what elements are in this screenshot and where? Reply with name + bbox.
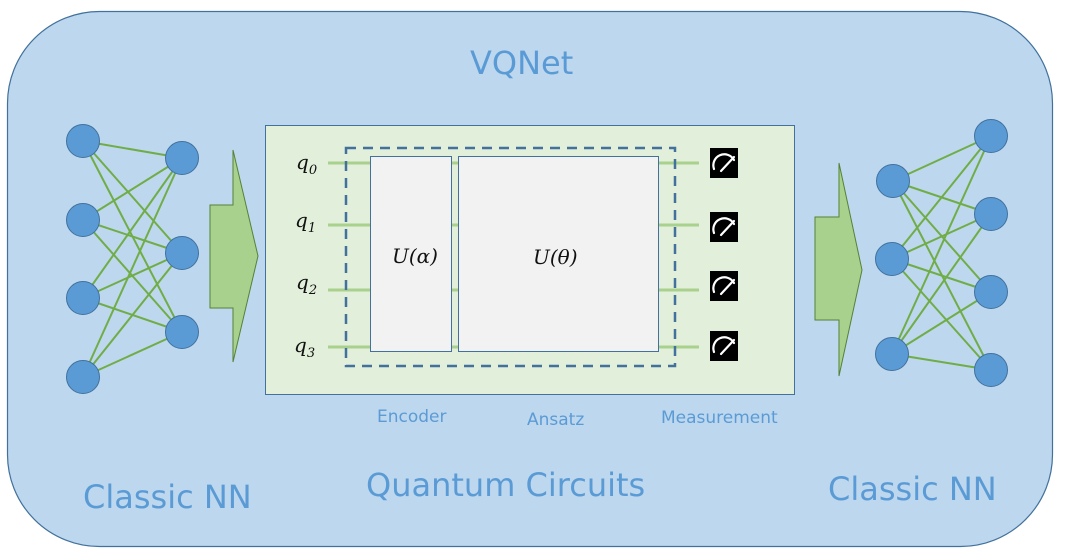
right-nn-node-layer0 <box>875 242 909 276</box>
right-nn-edge <box>891 258 992 371</box>
diagram-title: VQNet <box>470 44 574 82</box>
right-nn-node-layer1 <box>974 197 1008 231</box>
right-arrow <box>814 162 863 377</box>
left-nn-edge <box>82 157 183 299</box>
right-nn-node-layer0 <box>876 164 910 198</box>
meter-icon <box>710 148 738 178</box>
left-nn-edge <box>82 140 183 254</box>
quantum-circuits-label: Quantum Circuits <box>366 466 646 504</box>
right-nn-node-layer0 <box>875 337 909 371</box>
qubit-label-3: q3 <box>294 333 316 361</box>
right-nn-node-layer1 <box>974 119 1008 153</box>
right-nn-node-layer1 <box>974 275 1008 309</box>
qubit-label-0: q0 <box>296 150 318 178</box>
right-nn-edge <box>891 213 992 355</box>
ansatz-gate-label: U(θ) <box>533 245 578 269</box>
right-nn-edge <box>891 135 992 260</box>
right-nn-node-layer1 <box>974 353 1008 387</box>
right-nn-edge <box>891 213 992 260</box>
qubit-label-2: q2 <box>296 270 318 298</box>
left-nn-edge <box>82 157 183 378</box>
encoder-gate-label: U(α) <box>392 244 438 268</box>
encoder-stage-label: Encoder <box>377 407 447 427</box>
measurement-stage-label: Measurement <box>661 408 778 428</box>
right-classic-nn-label: Classic NN <box>828 470 997 508</box>
right-classic-nn <box>875 119 1008 387</box>
left-classic-nn <box>66 124 199 394</box>
left-nn-node-layer0 <box>66 281 100 315</box>
left-arrow <box>209 149 259 363</box>
left-nn-edge <box>82 219 183 254</box>
ansatz-gate-box <box>458 156 659 352</box>
right-nn-edge <box>891 135 992 355</box>
left-nn-edge <box>82 331 183 378</box>
left-nn-node-layer0 <box>66 203 100 237</box>
measurement-meters <box>710 148 738 361</box>
left-nn-node-layer0 <box>66 360 100 394</box>
left-classic-nn-label: Classic NN <box>83 478 252 516</box>
left-nn-node-layer0 <box>66 124 100 158</box>
encoder-gate-box <box>370 156 452 352</box>
right-nn-edge <box>892 135 992 182</box>
left-nn-node-layer1 <box>165 315 199 349</box>
ansatz-stage-label: Ansatz <box>527 410 585 430</box>
left-nn-edge <box>82 252 183 378</box>
right-nn-edge <box>891 291 992 355</box>
right-nn-edge <box>891 258 992 293</box>
left-nn-edge <box>82 252 183 299</box>
meter-icon <box>710 331 738 361</box>
left-nn-node-layer1 <box>165 141 199 175</box>
meter-icon <box>710 212 738 242</box>
meter-icon <box>710 271 738 301</box>
left-nn-edge <box>82 157 183 221</box>
left-nn-node-layer1 <box>165 236 199 270</box>
qubit-label-1: q1 <box>295 208 317 236</box>
